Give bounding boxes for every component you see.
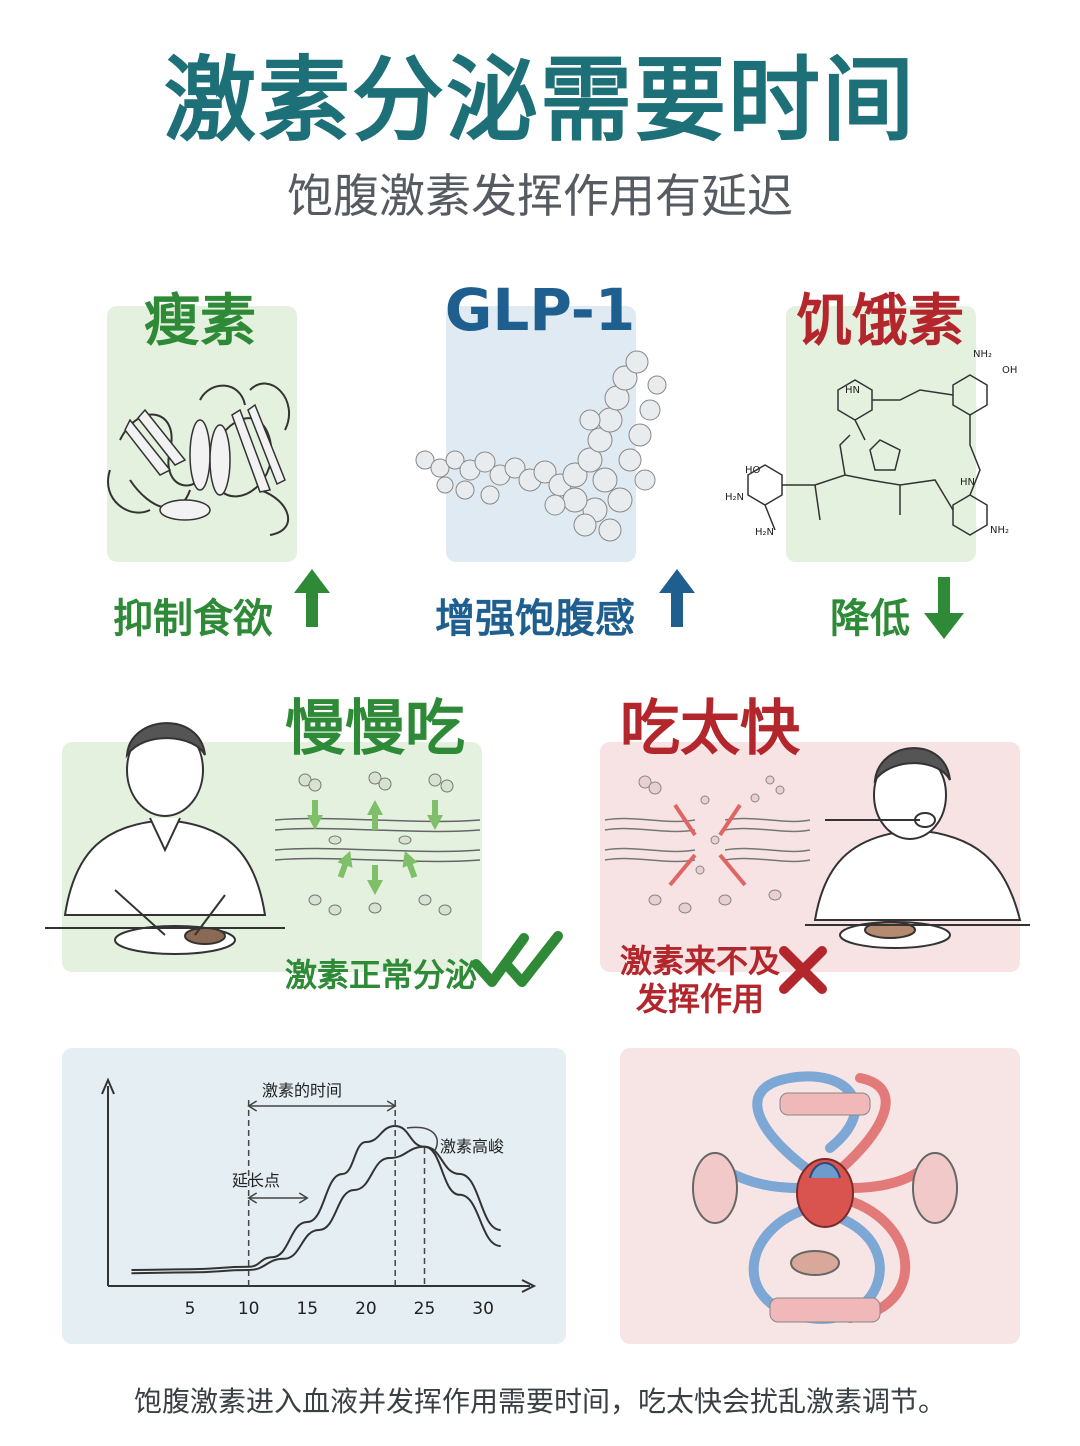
circulation-system-illustration: [692, 1071, 958, 1324]
svg-text:NH₂: NH₂: [973, 349, 992, 360]
leptin-protein-illustration: [107, 382, 291, 536]
hormone-timing-chart-panel: [62, 1048, 566, 1344]
fast-eating-result-line2: 发挥作用: [636, 980, 765, 1018]
chart-annotation-time: 激素的时间: [262, 1081, 342, 1100]
ghrelin-effect: 降低: [830, 596, 910, 642]
arrowhead-icon: [386, 1100, 397, 1112]
svg-text:HO: HO: [745, 465, 761, 476]
fast-eating-title: 吃太快: [620, 694, 800, 764]
arrowhead-icon: [298, 1192, 309, 1204]
fast-eating-result-line1: 激素来不及: [620, 942, 781, 980]
chart-annotation-delay: 延长点: [232, 1171, 280, 1190]
series-line-2: [131, 1145, 501, 1275]
arrowhead-icon: [247, 1100, 258, 1112]
x-tick-label: 25: [414, 1299, 436, 1319]
slow-eating-title: 慢慢吃: [285, 694, 465, 764]
cross-icon: [779, 946, 827, 994]
slow-hormone-vessel-diagram: [274, 771, 481, 916]
slow-eater-illustration: [45, 722, 285, 955]
x-tick-label: 15: [296, 1299, 318, 1319]
svg-text:H₂N: H₂N: [725, 492, 744, 503]
fast-eater-illustration: [805, 747, 1030, 949]
arrow-up-icon: [294, 569, 330, 627]
glp1-effect: 增强饱腹感: [435, 596, 635, 642]
glp1-name: GLP-1: [444, 276, 636, 344]
page-subtitle: 饱腹激素发挥作用有延迟: [287, 169, 793, 223]
hormone-timing-chart: 5 10 15 20 25 30 激素的时间 延长点 激素高峻: [101, 1077, 537, 1319]
leptin-name: 瘦素: [144, 289, 256, 354]
footer-caption: 饱腹激素进入血液并发挥作用需要时间，吃太快会扰乱激素调节。: [133, 1385, 946, 1418]
glp1-protein-illustration: [415, 350, 667, 542]
chart-axes: [101, 1077, 537, 1293]
ghrelin-panel: [786, 306, 976, 562]
arrowhead-icon: [247, 1192, 258, 1204]
svg-text:NH₂: NH₂: [990, 525, 1009, 536]
x-tick-label: 5: [185, 1299, 196, 1319]
x-tick-label: 30: [472, 1299, 494, 1319]
arrow-down-icon: [924, 577, 964, 639]
double-check-icon: [471, 931, 563, 987]
page-title: 激素分泌需要时间: [163, 47, 916, 154]
chart-annotation-peak: 激素高峻: [440, 1137, 504, 1156]
svg-text:HN: HN: [845, 385, 860, 396]
ghrelin-molecule-illustration: NH₂ OH HN HO H₂N H₂N NH₂ HN: [725, 349, 1017, 538]
leptin-effect: 抑制食欲: [113, 596, 273, 642]
svg-text:H₂N: H₂N: [755, 527, 774, 538]
fast-hormone-vessel-diagram: [604, 775, 811, 914]
slow-eating-result: 激素正常分泌: [285, 956, 478, 994]
x-tick-label: 20: [355, 1299, 377, 1319]
arrow-up-icon: [659, 569, 695, 627]
svg-text:OH: OH: [1002, 365, 1017, 376]
peak-pointer-arrow: [406, 1126, 438, 1153]
svg-text:HN: HN: [960, 477, 975, 488]
ghrelin-name: 饥饿素: [796, 289, 964, 354]
series-line-1: [131, 1124, 501, 1271]
x-tick-label: 10: [238, 1299, 260, 1319]
